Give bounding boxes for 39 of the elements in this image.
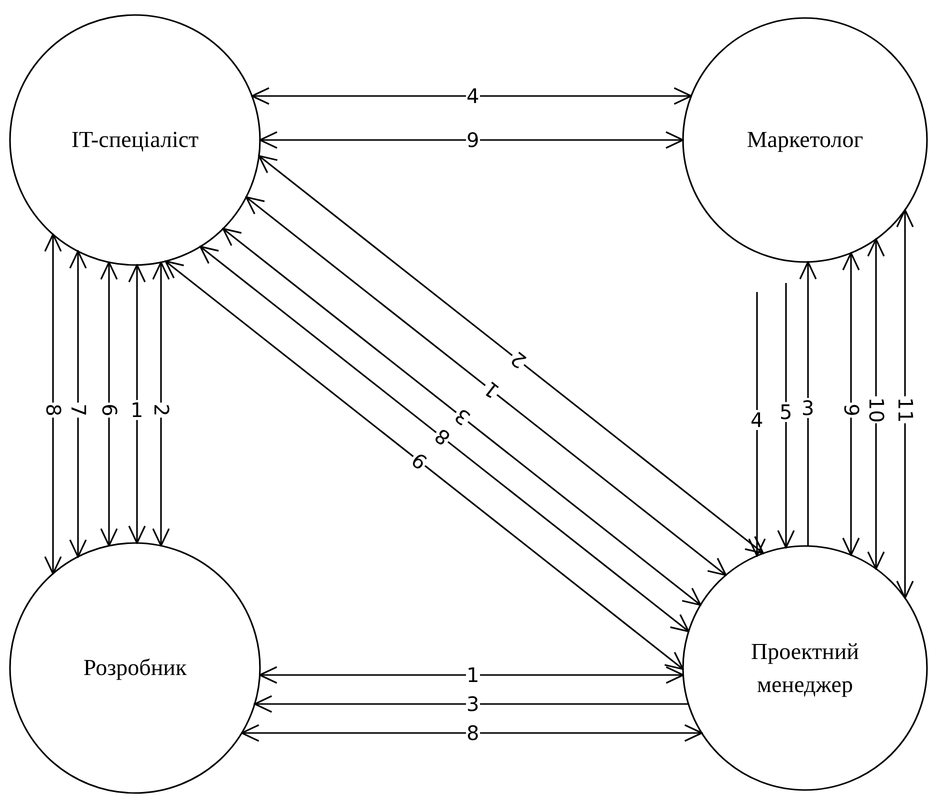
role-circle	[683, 18, 927, 262]
arrow	[241, 724, 703, 742]
edge-label: 3	[466, 694, 480, 714]
edge-label: 1	[130, 400, 144, 420]
role-name: IT-спеціаліст	[71, 126, 199, 154]
edge-label: 3	[800, 398, 816, 418]
role-circle	[683, 546, 927, 790]
arrow	[259, 131, 684, 149]
arrow	[200, 246, 690, 632]
arrow	[254, 695, 688, 713]
arrow	[258, 155, 764, 554]
edge-label: 5	[778, 402, 794, 422]
arrow	[128, 264, 146, 544]
arrow	[251, 87, 692, 105]
arrow	[164, 260, 684, 670]
edge-label: 4	[466, 86, 480, 106]
role-name: Маркетолог	[746, 126, 864, 154]
arrow	[152, 262, 170, 546]
arrow	[842, 252, 860, 556]
arrow	[799, 261, 817, 546]
role-name: Розробник	[83, 654, 187, 682]
arrow	[777, 283, 795, 548]
arrow	[222, 228, 702, 606]
role-circle	[10, 543, 260, 793]
edge-label: 4	[750, 410, 764, 430]
arrow	[44, 234, 62, 574]
role-name: Проектний менеджер	[750, 638, 860, 699]
edge-label: 8	[466, 723, 480, 743]
arrow	[896, 209, 914, 599]
role-circle	[10, 15, 260, 265]
edge-label: 9	[466, 130, 480, 150]
arrow	[259, 666, 684, 684]
edge-label: 1	[466, 665, 480, 685]
arrow	[100, 262, 118, 546]
arrow	[867, 238, 885, 570]
edge-label: 10	[866, 396, 886, 424]
arrow	[245, 196, 727, 576]
arrow	[69, 250, 87, 558]
arrow	[748, 292, 766, 557]
